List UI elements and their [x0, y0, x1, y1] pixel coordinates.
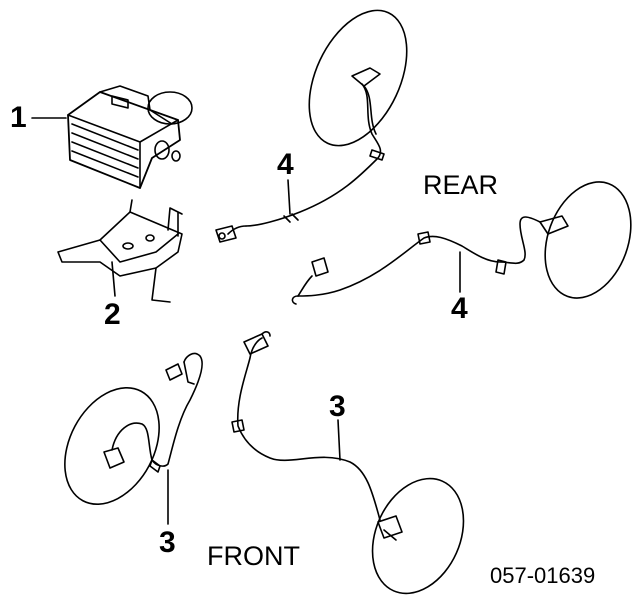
- part-code: 057-01639: [490, 563, 596, 588]
- front-label: FRONT: [207, 541, 300, 571]
- front-right-wheel-speed-sensor: [231, 331, 403, 541]
- abs-hydraulic-unit: [67, 85, 193, 189]
- abs-bracket: [57, 199, 183, 303]
- front-left-wheel-speed-sensor: [103, 352, 203, 473]
- leader-line-3-right: [337, 419, 341, 461]
- rear-upper-brake-disc: [308, 9, 408, 147]
- rear-lower-wheel-speed-sensor: [291, 215, 569, 305]
- callout-number-2: 2: [104, 298, 121, 331]
- leader-line-2: [111, 261, 116, 297]
- rear-lower-brake-disc: [544, 181, 632, 299]
- rear-upper-wheel-speed-sensor: [215, 67, 385, 243]
- rear-label: REAR: [423, 170, 499, 200]
- front-right-brake-disc: [371, 477, 465, 595]
- callout-number-3-right: 3: [329, 390, 346, 423]
- callout-number-4-upper: 4: [277, 148, 294, 181]
- leader-line-4-upper: [287, 179, 291, 215]
- callout-number-4-lower: 4: [451, 292, 468, 325]
- callout-number-1: 1: [10, 101, 27, 134]
- callout-number-3-left: 3: [159, 526, 176, 559]
- front-left-brake-disc: [64, 387, 160, 505]
